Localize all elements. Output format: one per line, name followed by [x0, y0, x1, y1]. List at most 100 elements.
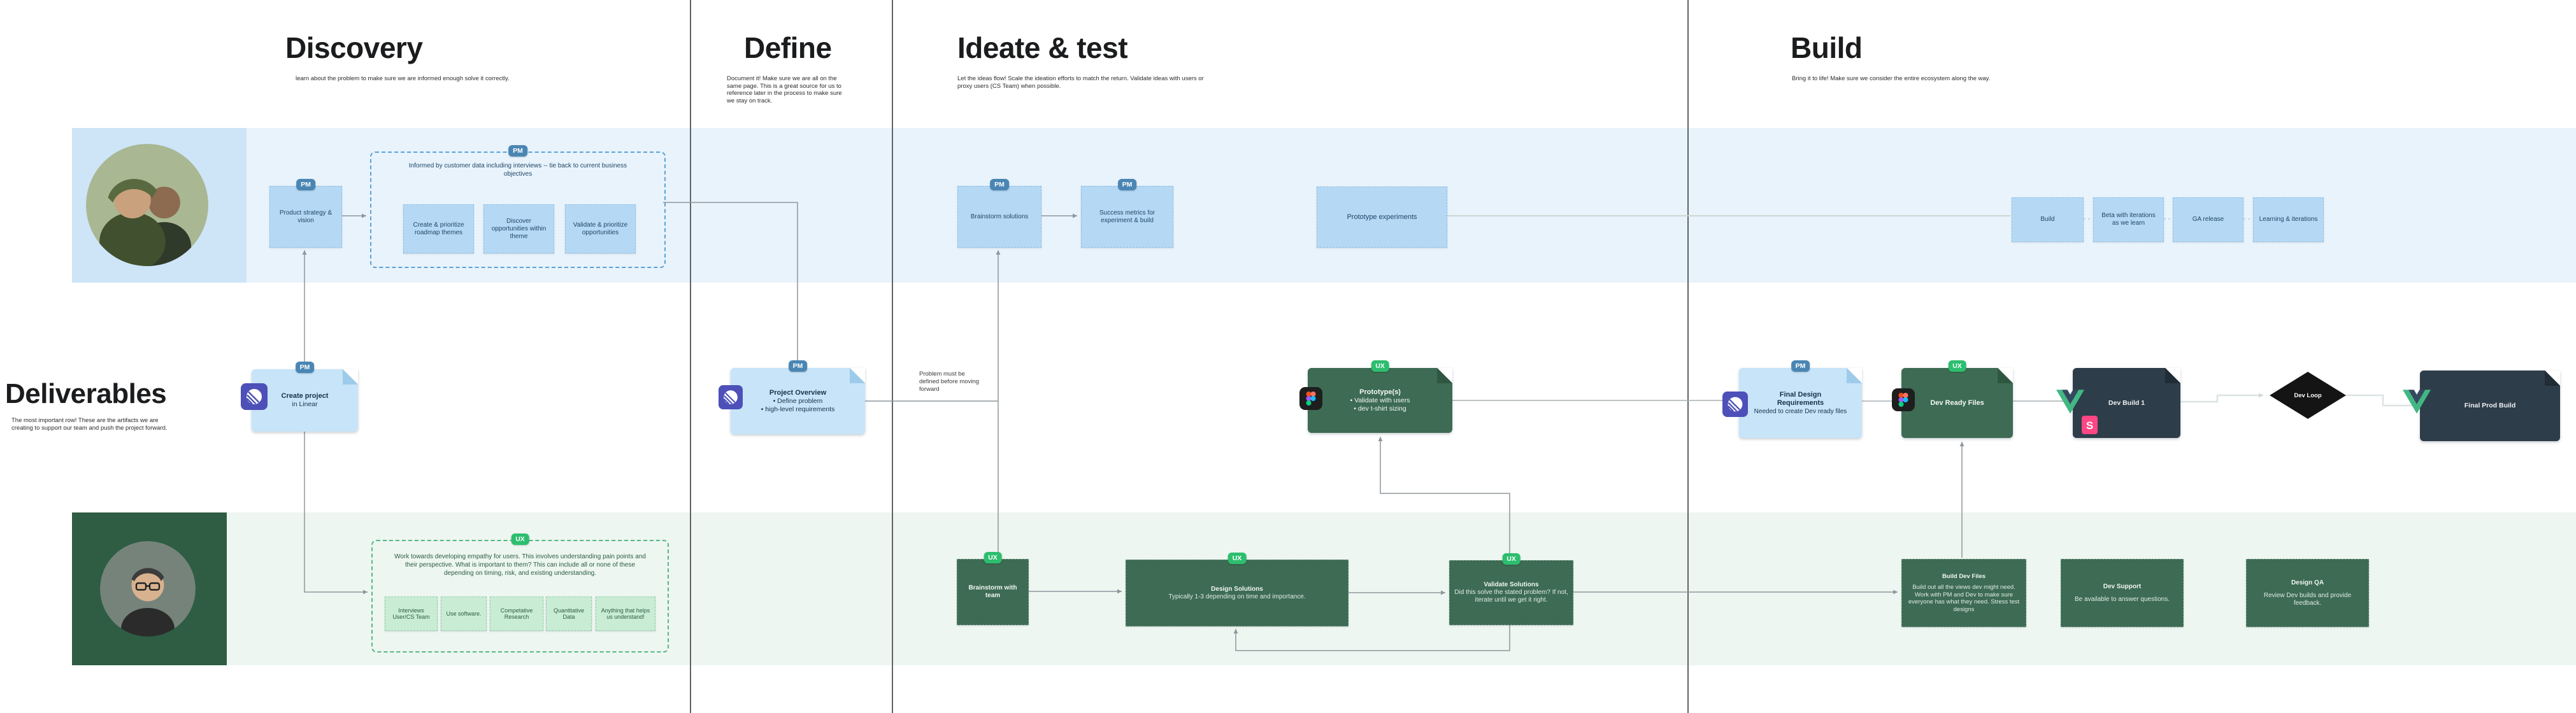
folded-corner: [1998, 368, 2013, 383]
sticky-subtitle: Typically 1-3 depending on time and impo…: [1168, 593, 1306, 600]
sticky-title: Dev Support: [2103, 582, 2142, 590]
pm-badge: PM: [990, 179, 1009, 190]
sticky-title: Build Dev Files: [1942, 572, 1986, 580]
ux-badge: UX: [1502, 553, 1521, 565]
use-software-sticky[interactable]: Use software.: [441, 597, 487, 631]
folded-corner: [850, 368, 865, 383]
sticky-subtitle: Did this solve the stated problem? If no…: [1454, 589, 1568, 604]
dev-ready-files-node[interactable]: UX Dev Ready Files: [1892, 360, 2013, 438]
deliverables-title: Deliverables: [5, 378, 167, 409]
final-design-requirements-node[interactable]: PM Final Design Requirements Needed to c…: [1722, 360, 1862, 438]
folded-corner: [1847, 368, 1862, 383]
phase-title-define: Define: [744, 31, 832, 64]
interviews-sticky[interactable]: Interviews User/CS Team: [385, 597, 438, 631]
beta-iterations-sticky[interactable]: Beta with iterations as we learn: [2093, 197, 2164, 242]
sticky-text: Product strategy & vision: [279, 209, 333, 224]
quantitative-data-sticky[interactable]: Quantitative Data: [546, 597, 592, 631]
informed-by-customer-data-box[interactable]: PM Informed by customer data including i…: [370, 145, 666, 268]
brainstorm-with-team-sticky[interactable]: UX Brainstorm with team: [957, 552, 1029, 625]
pm-badge: PM: [295, 362, 315, 373]
pm-badge: PM: [1117, 179, 1137, 190]
node-title: Final Prod Build: [2464, 402, 2516, 409]
build-dev-files-sticky[interactable]: Build Dev Files Build out all the views …: [1901, 559, 2026, 627]
sticky-text: Learning & iterations: [2259, 216, 2318, 223]
dev-build-1-node[interactable]: Dev Build 1 S: [2056, 368, 2180, 438]
design-solutions-sticky[interactable]: UX Design Solutions Typically 1-3 depend…: [1126, 553, 1349, 626]
success-metrics-sticky[interactable]: PM Success metrics for experiment & buil…: [1081, 179, 1173, 248]
node-title: Project Overview: [769, 388, 827, 397]
vue-icon: [2056, 390, 2084, 417]
pm-badge: PM: [788, 360, 808, 372]
empathy-box[interactable]: UX Work towards developing empathy for u…: [371, 533, 669, 653]
anything-helps-sticky[interactable]: Anything that helps us understand!: [596, 597, 655, 631]
phase-subtitle-ideate: Let the ideas flow! Scale the ideation e…: [957, 75, 1204, 90]
sticky-text: Build: [2040, 216, 2055, 223]
node-title: Dev Build 1: [2108, 399, 2145, 407]
discover-opportunities-sticky[interactable]: Discover opportunities within theme: [483, 204, 554, 253]
product-strategy-sticky[interactable]: PM Product strategy & vision: [269, 179, 342, 248]
sticky-subtitle: Review Dev builds and provide feedback.: [2263, 591, 2352, 607]
deliverables-subtitle: The most important row! These are the ar…: [11, 417, 168, 432]
box-header-text: Work towards developing empathy for user…: [394, 553, 646, 577]
sticky-text: Beta with iterations as we learn: [2101, 212, 2156, 227]
roadmap-themes-sticky[interactable]: Create & prioritize roadmap themes: [403, 204, 474, 253]
phase-subtitle-define: Document it! Make sure we are all on the…: [727, 75, 842, 104]
box-header-text: Informed by customer data including inte…: [408, 162, 627, 178]
sticky-text: Competative Research: [500, 607, 533, 621]
validate-opportunities-sticky[interactable]: Validate & prioritize opportunities: [565, 204, 636, 253]
dev-loop-diamond[interactable]: Dev Loop: [2270, 372, 2346, 419]
competitive-research-sticky[interactable]: Competative Research: [490, 597, 543, 631]
sticky-text: GA release: [2192, 216, 2224, 223]
sticky-text: Use software.: [446, 610, 482, 617]
node-bullets: • Define problem • high-level requiremen…: [761, 397, 835, 413]
linear-icon: [1722, 392, 1748, 420]
node-subtitle: Needed to create Dev ready files: [1754, 407, 1847, 415]
sticky-text: Success metrics for experiment & build: [1099, 209, 1156, 224]
pm-avatar: [86, 144, 208, 266]
ux-badge: UX: [984, 552, 1002, 563]
ux-badge: UX: [1371, 360, 1389, 372]
figma-icon: [1892, 388, 1915, 414]
ux-badge: UX: [1227, 553, 1247, 564]
sticky-title: Design QA: [2291, 579, 2324, 586]
phase-subtitle-build: Bring it to life! Make sure we consider …: [1792, 75, 1991, 82]
folded-corner: [2545, 371, 2560, 386]
sticky-text: Interviews User/CS Team: [392, 607, 430, 621]
folded-corner: [1437, 368, 1452, 383]
design-qa-sticky[interactable]: Design QA Review Dev builds and provide …: [2246, 559, 2369, 627]
sticky-text: Validate & prioritize opportunities: [573, 221, 628, 236]
ux-badge: UX: [1948, 360, 1966, 372]
linear-icon: [719, 385, 743, 413]
sticky-text: Discover opportunities within theme: [491, 217, 547, 240]
validate-solutions-sticky[interactable]: UX Validate Solutions Did this solve the…: [1449, 553, 1573, 625]
folded-corner: [343, 369, 358, 385]
node-title: Final Design Requirements: [1777, 390, 1824, 407]
build-sticky[interactable]: Build: [2012, 197, 2084, 242]
linear-icon: [241, 383, 268, 413]
learning-iterations-sticky[interactable]: Learning & iterations: [2253, 197, 2324, 242]
figma-icon: [1299, 387, 1322, 413]
sticky-text: Brainstorm solutions: [970, 213, 1029, 220]
phase-title-discovery: Discovery: [285, 31, 423, 64]
pm-badge: PM: [296, 179, 315, 190]
phase-divider: [690, 0, 691, 713]
prototypes-node[interactable]: UX Prototype(s) • Validate with users • …: [1299, 360, 1452, 433]
final-prod-build-node[interactable]: Final Prod Build: [2403, 371, 2560, 441]
brainstorm-solutions-sticky[interactable]: PM Brainstorm solutions: [957, 179, 1041, 248]
phase-divider: [892, 0, 893, 713]
phase-title-build: Build: [1791, 31, 1863, 64]
sticky-subtitle: Build out all the views dev might need. …: [1908, 584, 2020, 613]
pm-badge: PM: [1791, 360, 1810, 372]
ga-release-sticky[interactable]: GA release: [2173, 197, 2243, 242]
storybook-icon: S: [2082, 416, 2098, 437]
node-title: Prototype(s): [1359, 388, 1401, 396]
prototype-experiments-sticky[interactable]: Prototype experiments: [1317, 187, 1447, 248]
sticky-text: Quantitative Data: [553, 607, 585, 621]
project-overview-node[interactable]: PM Project Overview • Define problem • h…: [719, 360, 865, 434]
create-project-node[interactable]: PM Create project in Linear: [241, 362, 358, 432]
dev-support-sticky[interactable]: Dev Support Be available to answer quest…: [2061, 559, 2184, 627]
sticky-title: Design Solutions: [1211, 585, 1263, 593]
problem-note: Problem must be defined before moving fo…: [919, 371, 980, 393]
pm-badge: PM: [508, 145, 527, 157]
